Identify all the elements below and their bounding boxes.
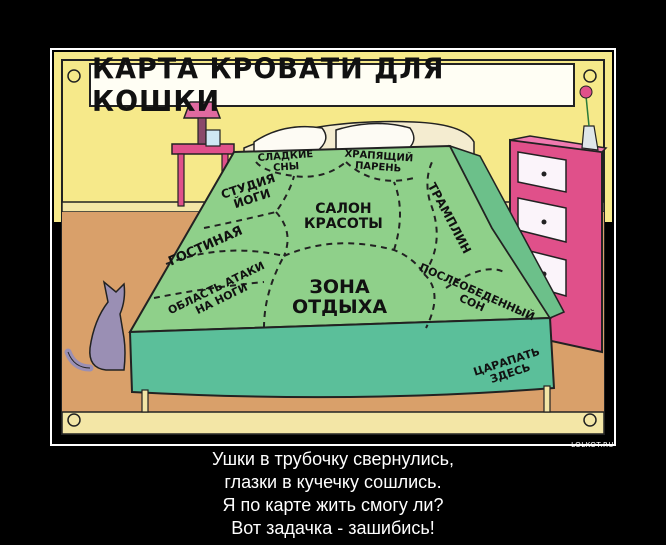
- lamp: [182, 101, 222, 145]
- cat-bed-map-drawing: [54, 52, 612, 435]
- caption-line: Ушки в трубочку свернулись,: [211, 449, 455, 469]
- floor-trim: [61, 411, 605, 435]
- zone-rest-area: ЗОНА ОТДЫХА: [292, 276, 388, 318]
- watermark: LOLKOT.RU: [571, 441, 614, 449]
- corner-ornament: [583, 69, 597, 83]
- water-glass: [205, 129, 221, 147]
- caption-line: глазки в кучечку сошлись.: [224, 472, 442, 492]
- corner-ornament: [583, 413, 597, 427]
- page-title: КАРТА КРОВАТИ ДЛЯ КОШКИ: [92, 53, 445, 119]
- vase-with-flower: [579, 85, 599, 151]
- corner-ornament: [67, 69, 81, 83]
- caption-line: Я по карте жить смогу ли?: [222, 495, 444, 515]
- title-banner: [89, 63, 575, 107]
- zone-sweet-dreams: СЛАДКИЕ СНЫ: [257, 149, 314, 174]
- blanket-side: [448, 144, 566, 319]
- bed-legs: [141, 385, 551, 413]
- corner-ornament: [67, 413, 81, 427]
- zone-borders: [153, 161, 505, 329]
- poster-caption: Ушки в трубочку свернулись, глазки в куч…: [0, 448, 666, 540]
- blanket-skirt: [128, 316, 556, 399]
- zone-beauty-salon: САЛОН КРАСОТЫ: [304, 201, 383, 232]
- cartoon-illustration: КАРТА КРОВАТИ ДЛЯ КОШКИ СЛАДКИЕ СНЫ ХРАП…: [54, 52, 612, 442]
- cat: [64, 280, 126, 372]
- caption-line: Вот задачка - зашибись!: [231, 518, 435, 538]
